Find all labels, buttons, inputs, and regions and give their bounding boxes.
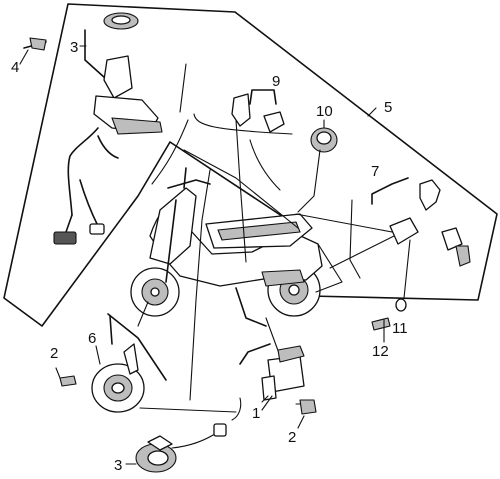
screw-part-2-left bbox=[55, 367, 77, 387]
callout-2-left: 2 bbox=[50, 345, 58, 362]
screw-part-12 bbox=[371, 317, 391, 331]
callout-9: 9 bbox=[272, 73, 280, 90]
leader-to-horn bbox=[137, 301, 149, 327]
callout-6: 6 bbox=[88, 330, 96, 347]
harness-wire-d bbox=[297, 149, 321, 213]
horn-part-6 bbox=[91, 313, 167, 413]
callouts: 3 4 9 10 5 7 11 12 2 6 1 2 3 bbox=[11, 39, 408, 474]
callout-10: 10 bbox=[316, 103, 333, 120]
connector-part-right bbox=[441, 227, 471, 267]
wire-to-part-11 bbox=[403, 239, 411, 299]
callout-3-top: 3 bbox=[70, 39, 78, 56]
screw-part-2-right bbox=[295, 399, 317, 415]
callout-3-bottom: 3 bbox=[114, 457, 122, 474]
relay-bracket-part-9 bbox=[231, 89, 285, 133]
scooter-illustration bbox=[130, 167, 323, 327]
harness-wire-e bbox=[295, 213, 393, 233]
callout-2-right: 2 bbox=[288, 429, 296, 446]
callout-4: 4 bbox=[11, 59, 19, 76]
harness-wire-h bbox=[349, 199, 361, 279]
guide-line-2 bbox=[193, 113, 293, 135]
ignition-switch-assembly bbox=[53, 12, 163, 245]
nut-part-11 bbox=[395, 298, 407, 312]
harness-wire-f bbox=[315, 243, 343, 293]
callout-5: 5 bbox=[384, 99, 392, 116]
screw-part-4 bbox=[23, 37, 47, 51]
cap-part-3-bottom bbox=[135, 397, 242, 473]
guide-line-1 bbox=[179, 63, 187, 113]
harness-wire-a bbox=[183, 149, 299, 229]
harness-wire-b bbox=[235, 119, 247, 263]
guide-line-3 bbox=[151, 119, 189, 185]
grommet-part-10 bbox=[310, 127, 338, 153]
guide-line-4 bbox=[249, 139, 281, 191]
callout-7: 7 bbox=[371, 163, 379, 180]
callout-11: 11 bbox=[392, 320, 408, 337]
callout-12: 12 bbox=[372, 343, 389, 360]
harness-wire-g bbox=[329, 235, 395, 269]
sensor-bracket-part-7 bbox=[371, 177, 441, 245]
harness-wire-c bbox=[189, 169, 211, 401]
relay-part-1 bbox=[239, 343, 305, 403]
callout-1: 1 bbox=[252, 405, 260, 422]
